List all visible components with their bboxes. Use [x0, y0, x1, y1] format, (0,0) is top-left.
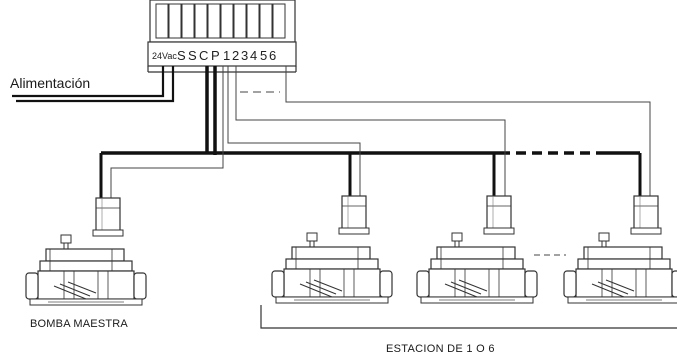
master-pump-valve: [25, 197, 147, 306]
terminal-p: P: [211, 48, 220, 63]
controller-terminal-strip: 24Vac S S C P 1 2 3 4 5 6: [147, 0, 297, 73]
terminal-1: 1: [223, 48, 230, 63]
terminal-4: 4: [250, 48, 257, 63]
terminal-6: 6: [269, 48, 276, 63]
common-wire: [99, 66, 642, 198]
terminal-s2: S: [188, 48, 197, 63]
station-wires: [227, 66, 651, 196]
master-pump-label: BOMBA MAESTRA: [30, 318, 128, 330]
station-valve-1: [271, 195, 393, 304]
terminal-2: 2: [232, 48, 239, 63]
stations-bracket: [260, 305, 677, 329]
power-label: Alimentación: [10, 75, 91, 91]
stations-label: ESTACION DE 1 O 6: [386, 343, 495, 355]
power-wires: [12, 66, 175, 103]
master-pump-wire: [110, 66, 224, 198]
station-valve-3: [563, 195, 677, 304]
terminal-5: 5: [260, 48, 267, 63]
terminal-c: C: [199, 48, 208, 63]
terminal-3: 3: [241, 48, 248, 63]
label-24vac: 24Vac: [152, 51, 177, 61]
station-valve-2: [416, 195, 538, 304]
terminal-s1: S: [177, 48, 186, 63]
